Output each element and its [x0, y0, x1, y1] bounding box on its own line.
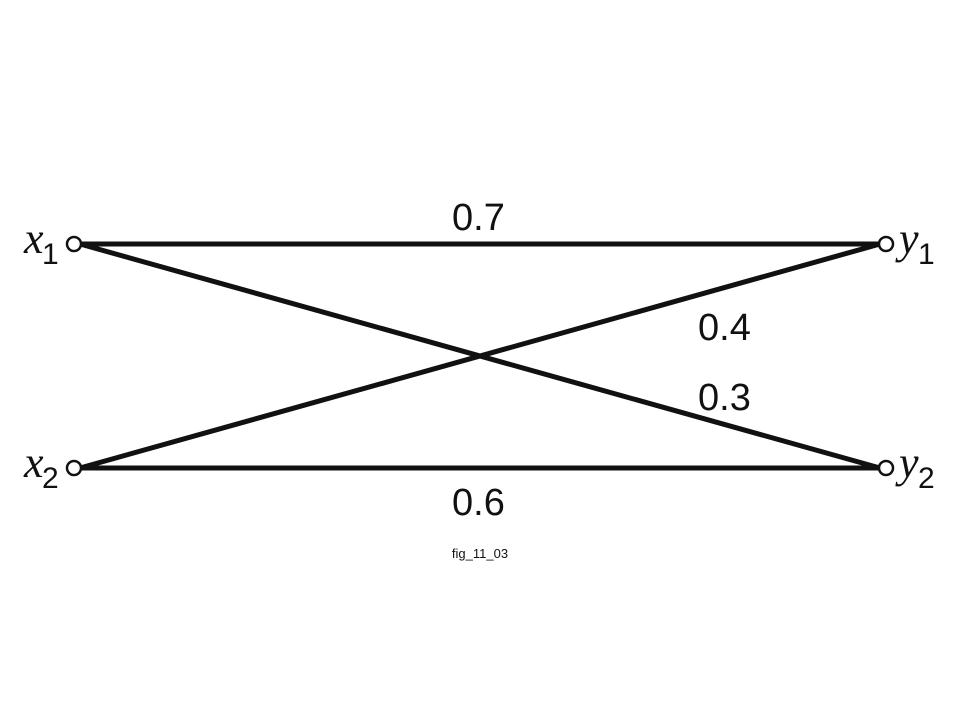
- x1-base: x: [23, 214, 44, 263]
- node-label-y2: y 2: [895, 438, 935, 495]
- terminal-y2: [877, 459, 895, 477]
- figure-caption: fig_11_03: [452, 546, 508, 561]
- y2-base: y: [895, 438, 919, 487]
- x2-sub: 2: [42, 462, 59, 495]
- prob-x1-y2: 0.3: [698, 377, 751, 419]
- y1-sub: 1: [918, 238, 935, 271]
- terminal-x2: [65, 459, 83, 477]
- terminal-y1: [877, 235, 895, 253]
- node-label-y1: y 1: [895, 214, 935, 271]
- y1-base: y: [895, 214, 919, 263]
- y2-sub: 2: [918, 462, 935, 495]
- edge-x2-y1: [77, 241, 883, 471]
- terminal-x1: [65, 235, 83, 253]
- prob-x2-y1: 0.4: [698, 307, 751, 349]
- x2-base: x: [23, 438, 44, 487]
- x1-sub: 1: [42, 238, 59, 271]
- node-label-x1: x 1: [23, 214, 59, 271]
- node-label-x2: x 2: [23, 438, 59, 495]
- prob-x1-y1: 0.7: [452, 197, 505, 239]
- prob-x2-y2: 0.6: [452, 482, 505, 524]
